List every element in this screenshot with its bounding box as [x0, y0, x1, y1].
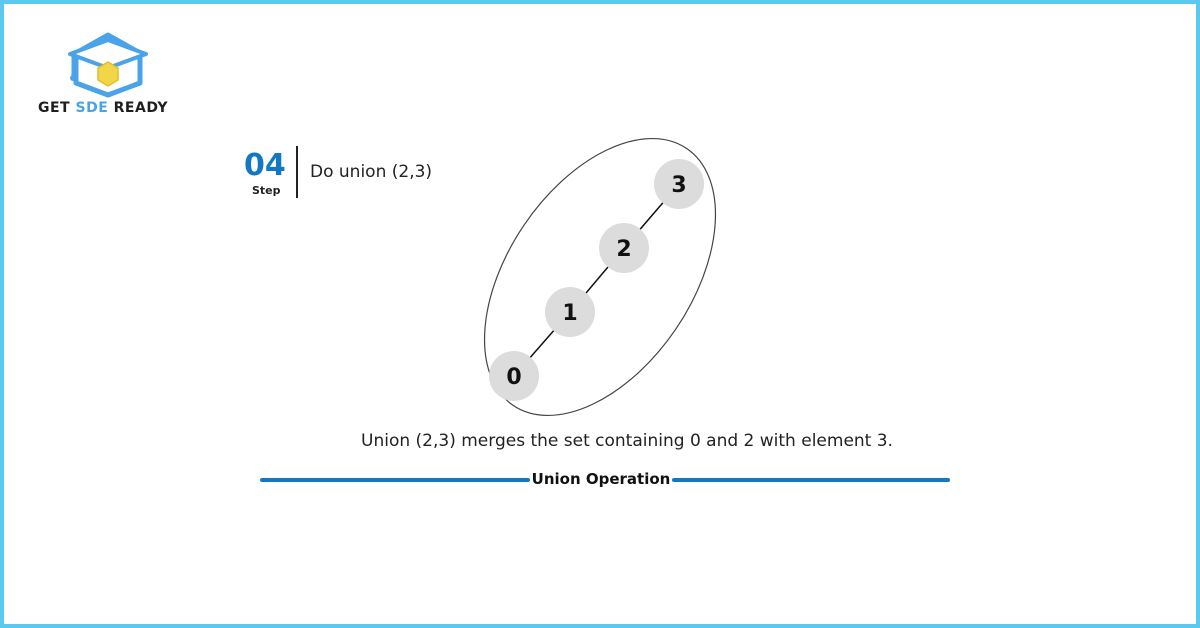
union-find-diagram: 0 1 2 3	[483, 137, 717, 417]
node-2-label: 2	[616, 237, 631, 262]
node-0-label: 0	[506, 365, 521, 390]
step-header: 04 Step Do union (2,3)	[244, 146, 474, 198]
step-number: 04	[244, 148, 286, 183]
node-1-label: 1	[562, 301, 577, 326]
brand-name: GET SDE READY	[38, 100, 169, 116]
section-rule-right	[672, 478, 950, 482]
diagram-caption: Union (2,3) merges the set containing 0 …	[361, 431, 893, 451]
step-divider	[296, 146, 298, 198]
node-3-label: 3	[671, 173, 686, 198]
node-2: 2	[599, 223, 649, 273]
node-0: 0	[489, 351, 539, 401]
section-rule-left	[260, 478, 530, 482]
brand-logo: GET SDE READY	[38, 32, 178, 122]
node-3: 3	[654, 159, 704, 209]
node-1: 1	[545, 287, 595, 337]
graduation-cap-hexagon-icon	[68, 32, 148, 98]
set-boundary	[483, 137, 717, 417]
step-title: Do union (2,3)	[310, 162, 433, 182]
step-word: Step	[252, 184, 281, 197]
section-label: Union Operation	[531, 470, 671, 488]
